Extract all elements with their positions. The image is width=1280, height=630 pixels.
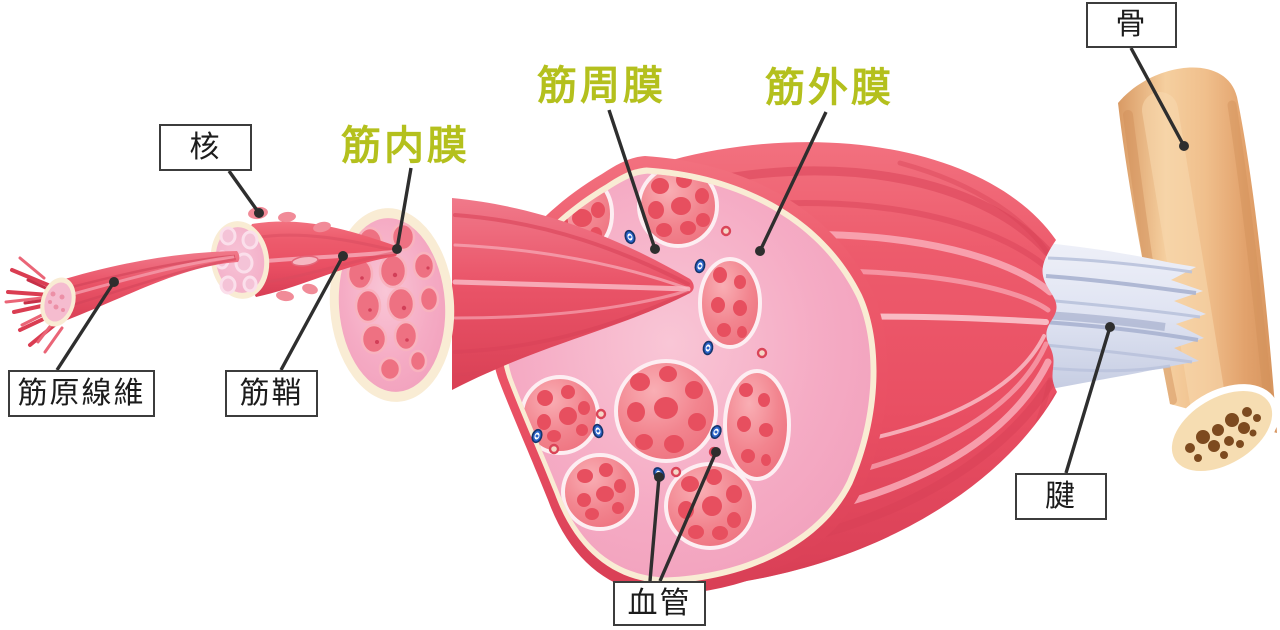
fascicle (723, 369, 791, 481)
label-nucleus-text: 核 (189, 130, 222, 164)
label-endomysium: 筋内膜 (341, 124, 470, 168)
tendon-illustration (1029, 243, 1206, 390)
label-bone: 骨 (1086, 2, 1177, 48)
label-tendon: 腱 (1015, 473, 1107, 520)
blood-vessels (531, 225, 768, 481)
fiber-cut-face (210, 221, 270, 299)
muscle-cross-section (491, 156, 888, 595)
label-epimysium: 筋外膜 (765, 66, 894, 110)
fascicle (698, 257, 762, 349)
fascicle (664, 462, 756, 550)
label-blood-vessel-text: 血管 (627, 586, 692, 620)
label-myofibril-text: 筋原線維 (17, 376, 146, 410)
label-nucleus: 核 (159, 124, 252, 171)
myofibril-bundle (4, 251, 240, 354)
fascicle (561, 453, 639, 531)
label-sarcolemma-text: 筋鞘 (239, 376, 304, 410)
label-perimysium: 筋周膜 (537, 64, 666, 108)
muscle-fiber (244, 206, 398, 302)
label-tendon-text: 腱 (1045, 479, 1077, 513)
label-bone-text: 骨 (1115, 8, 1148, 41)
label-sarcolemma: 筋鞘 (225, 370, 318, 417)
fascicle (614, 359, 718, 463)
bone-marrow-spots (1185, 407, 1261, 462)
label-myofibril: 筋原線維 (8, 370, 155, 417)
leader-lines (55, 47, 1189, 582)
bone-illustration (1118, 67, 1279, 478)
label-blood-vessel: 血管 (613, 581, 706, 626)
